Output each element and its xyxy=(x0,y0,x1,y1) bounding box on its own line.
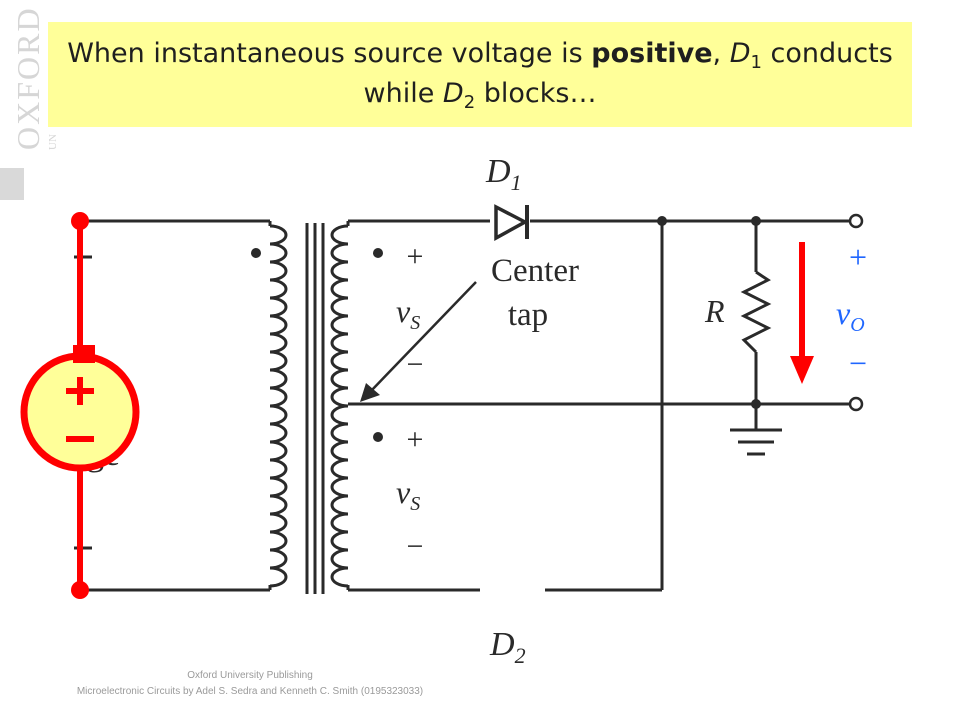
title-d1: D xyxy=(729,38,751,69)
vs-top-label-sub: S xyxy=(410,312,420,334)
resistor-r xyxy=(740,270,772,354)
source-plus-vertical xyxy=(77,377,83,405)
output-terminal-bottom xyxy=(848,396,864,412)
diode-d2-blocked-gap xyxy=(482,578,544,602)
secondary-winding-lower xyxy=(330,404,349,588)
title-d1-sub: 1 xyxy=(750,52,762,73)
d1-label-sub: 1 xyxy=(511,170,522,195)
resistor-label: R xyxy=(704,293,725,329)
junction-resistor-top xyxy=(751,216,761,226)
source-positive-marker xyxy=(73,345,95,363)
diode-d1-triangle xyxy=(494,204,529,241)
primary-polarity-dot xyxy=(251,248,261,258)
side-tab-decoration xyxy=(0,168,24,200)
source-minus-sign xyxy=(66,436,94,442)
source-terminal-bottom xyxy=(71,581,89,599)
junction-top xyxy=(657,216,667,226)
output-vo-label-sub: O xyxy=(850,314,864,336)
secondary-polarity-dot-top xyxy=(373,248,383,258)
secondary-minus-top: − xyxy=(407,348,424,381)
title-part1: When instantaneous source voltage is xyxy=(67,38,592,69)
ground-symbol xyxy=(730,428,782,456)
footer-credit: Oxford University Publishing Microelectr… xyxy=(0,668,500,700)
slide-title: When instantaneous source voltage is pos… xyxy=(48,22,912,127)
secondary-minus-bottom: − xyxy=(407,530,424,563)
secondary-plus-top: + xyxy=(407,240,424,273)
vs-top-label: vS xyxy=(396,293,420,334)
center-tap-arrow xyxy=(369,281,477,393)
output-minus-label: − xyxy=(849,345,867,381)
title-part3: conducts while xyxy=(363,38,893,109)
secondary-polarity-dot-bottom xyxy=(373,432,383,442)
junction-resistor-bottom xyxy=(751,399,761,409)
footer-line1: Oxford University Publishing xyxy=(187,670,313,681)
d2-label-sub: 2 xyxy=(515,643,526,668)
footer-line2: Microelectronic Circuits by Adel S. Sedr… xyxy=(76,686,424,697)
ac-source-red xyxy=(20,212,140,599)
secondary-plus-bottom: + xyxy=(407,423,424,456)
output-plus-label: + xyxy=(849,239,867,275)
title-d2-sub: 2 xyxy=(463,92,476,113)
source-circle xyxy=(20,352,140,472)
output-voltage-arrow-head xyxy=(790,356,814,384)
source-terminal-top xyxy=(71,212,89,230)
diode-d1 xyxy=(494,204,529,241)
d1-label: D1 xyxy=(485,153,522,195)
title-part2: , xyxy=(712,38,730,69)
center-tap-arrow-head xyxy=(360,383,380,402)
output-vo-label: vO xyxy=(836,295,865,336)
vs-bottom-label: vS xyxy=(396,474,420,515)
vs-bottom-label-sub: S xyxy=(410,493,420,515)
title-emphasis: positive xyxy=(591,38,713,69)
title-d2: D xyxy=(442,78,464,109)
output-terminal-top xyxy=(848,213,864,229)
secondary-winding-upper xyxy=(330,224,349,408)
center-tap-label-line1: Center xyxy=(491,253,579,289)
d2-label: D2 xyxy=(489,626,526,668)
title-part4: blocks… xyxy=(475,78,597,109)
primary-winding xyxy=(269,224,288,588)
center-tap-label-line2: tap xyxy=(508,297,548,333)
